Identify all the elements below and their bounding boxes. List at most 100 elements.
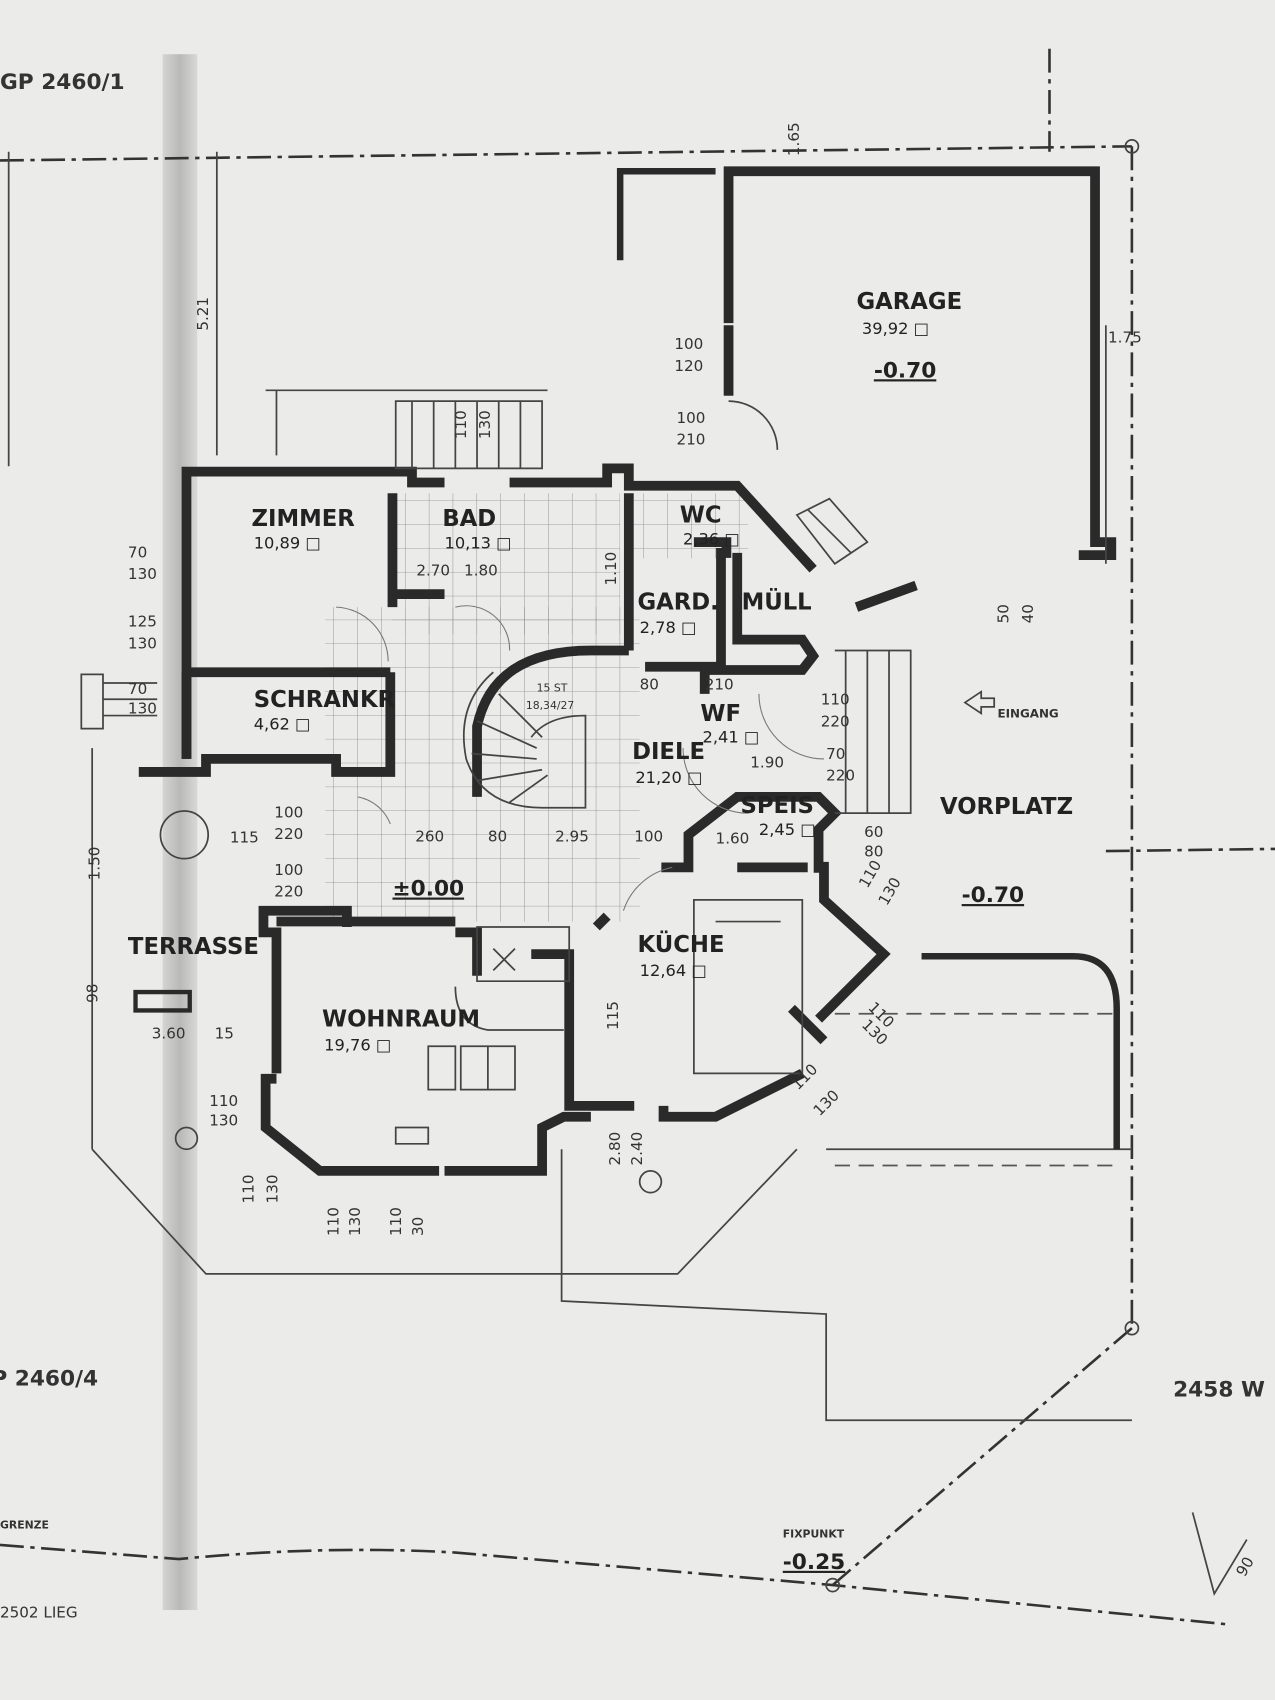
svg-text:SPEIS: SPEIS: [740, 793, 813, 819]
svg-text:VORPLATZ: VORPLATZ: [940, 794, 1073, 820]
entrance-label: EINGANG: [997, 707, 1058, 721]
stair-count: 15 ST: [537, 682, 568, 695]
svg-text:WF: WF: [700, 701, 741, 727]
dimension-label: 15: [215, 1025, 234, 1043]
svg-text:GARD.: GARD.: [638, 589, 719, 615]
dimension-label: 1.10: [602, 552, 620, 586]
dimension-label: 110: [821, 691, 850, 709]
dimension-label: 80: [640, 676, 659, 694]
room-schrankr: SCHRANKR 4,62 □: [254, 687, 396, 734]
dimension-label: 2.40: [628, 1132, 646, 1166]
room-gard: GARD. 2,78 □: [638, 589, 719, 637]
svg-text:19,76 □: 19,76 □: [324, 1036, 391, 1055]
dimension-label: 1.80: [464, 562, 498, 580]
svg-text:10,13 □: 10,13 □: [445, 534, 512, 553]
room-wf: WF2,41 □: [700, 701, 759, 747]
level-vorplatz: -0.70: [962, 883, 1024, 908]
svg-text:21,20 □: 21,20 □: [635, 768, 702, 787]
wall-garage: [723, 166, 1117, 560]
dimension-label: 100: [674, 335, 703, 353]
svg-text:KÜCHE: KÜCHE: [638, 930, 725, 958]
svg-text:12,64 □: 12,64 □: [640, 961, 707, 980]
room-wohnraum: WOHNRAUM 19,76 □: [322, 1007, 480, 1055]
parcel-bottom-cut: 2502 LIEG: [0, 1604, 78, 1622]
dimension-label: 110: [452, 410, 470, 439]
level-ground: ±0.00: [392, 877, 464, 902]
dimension-label: 120: [674, 357, 703, 375]
dimension-label: 1.60: [716, 829, 750, 847]
svg-text:SCHRANKR: SCHRANKR: [254, 687, 396, 713]
dimension-label: 2.70: [416, 562, 450, 580]
dimension-label: 40: [1019, 604, 1037, 623]
dimension-label: 1.50: [86, 847, 104, 881]
dimension-label: 115: [230, 828, 259, 846]
svg-text:WOHNRAUM: WOHNRAUM: [322, 1007, 480, 1033]
dimension-label: 2.95: [555, 827, 589, 845]
svg-text:2,78 □: 2,78 □: [640, 618, 697, 637]
svg-text:DIELE: DIELE: [632, 739, 705, 765]
dimension-label: 100: [274, 861, 303, 879]
dimension-label: 80: [864, 843, 883, 861]
dimension-label: 1.75: [1108, 329, 1142, 347]
dimension-label: 130: [209, 1111, 238, 1129]
dimension-label: 220: [274, 825, 303, 843]
room-diele: DIELE 21,20 □: [632, 739, 705, 787]
dimension-label: 100: [634, 827, 663, 845]
svg-text:4,62 □: 4,62 □: [254, 715, 311, 734]
dimension-label: 100: [677, 409, 706, 427]
parcel-right: 2458 W: [1173, 1377, 1265, 1402]
svg-text:BAD: BAD: [442, 506, 496, 532]
svg-text:MÜLL: MÜLL: [742, 587, 812, 615]
wall-wohnraum: [260, 916, 456, 1176]
boundary-label: GRENZE: [0, 1519, 49, 1532]
room-kueche: KÜCHE 12,64 □: [638, 930, 725, 980]
dimension-label: 100: [274, 803, 303, 821]
property-line-top: [0, 145, 1132, 162]
level-fixpunkt: -0.25: [783, 1550, 845, 1575]
room-bad: BAD 10,13 □: [442, 506, 511, 553]
svg-text:10,89 □: 10,89 □: [254, 534, 321, 553]
dimension-label: 130: [128, 634, 157, 652]
dimension-label: 80: [488, 827, 507, 845]
dimension-label: 70: [826, 745, 845, 763]
dimension-label: 110: [209, 1092, 238, 1110]
dimension-label: 30: [409, 1217, 427, 1236]
svg-text:TERRASSE: TERRASSE: [128, 934, 259, 960]
dimension-label: 210: [705, 676, 734, 694]
fixpunkt-label: FIXPUNKT: [783, 1527, 845, 1540]
dimension-label: 125: [128, 613, 157, 631]
level-garage: -0.70: [874, 358, 936, 383]
dimension-label: 2.80: [606, 1132, 624, 1166]
room-vorplatz: VORPLATZ: [940, 794, 1073, 820]
svg-text:2,41 □: 2,41 □: [703, 728, 760, 747]
property-line-diag: [831, 1327, 1133, 1587]
dimension-label: 220: [274, 883, 303, 901]
property-line-bottom: [0, 1543, 1226, 1626]
parcel-top-left: GP 2460/1: [0, 70, 125, 95]
dimension-label: 1.90: [750, 754, 784, 772]
parcel-bottom-left: P 2460/4: [0, 1367, 98, 1392]
dimension-label: 3.60: [152, 1025, 186, 1043]
room-terrasse: TERRASSE: [128, 934, 259, 960]
dimension-label: 110: [387, 1207, 405, 1236]
dimension-label: 130: [264, 1175, 282, 1204]
dimension-label: 70: [128, 680, 147, 698]
room-muell: MÜLL: [742, 587, 812, 615]
dimension-label: 130: [128, 565, 157, 583]
dimension-label: 60: [864, 823, 883, 841]
svg-text:39,92 □: 39,92 □: [862, 319, 929, 338]
dimension-label: 5.21: [194, 297, 212, 331]
dimension-label: 110: [240, 1175, 258, 1204]
dimension-label: 260: [415, 827, 444, 845]
dimension-label: 220: [826, 767, 855, 785]
svg-text:WC: WC: [680, 503, 722, 529]
dimension-label: 110: [324, 1207, 342, 1236]
fold-shadow: [162, 54, 198, 1611]
stair-rise: 18,34/27: [526, 699, 574, 712]
room-wc: WC2,36 □: [680, 503, 740, 549]
spiral-stair: [463, 671, 587, 809]
dimension-label: 115: [604, 1001, 622, 1030]
